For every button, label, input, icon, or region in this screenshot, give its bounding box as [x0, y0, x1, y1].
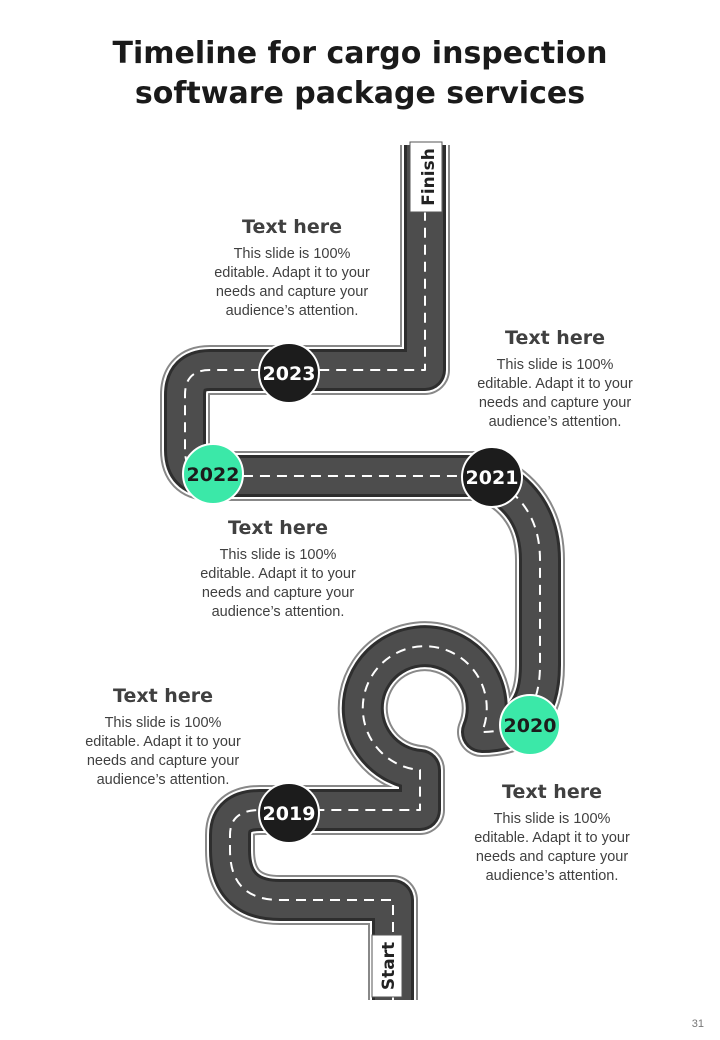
milestone-2019: 2019	[258, 782, 320, 844]
milestone-circle	[461, 446, 523, 508]
page-number: 31	[691, 1018, 704, 1030]
text-block-2019: Text here This slide is 100% editable. A…	[63, 685, 263, 790]
text-block-2020: Text here This slide is 100% editable. A…	[452, 781, 652, 886]
milestone-2020: 2020	[499, 694, 561, 756]
text-block-description: This slide is 100% editable. Adapt it to…	[200, 547, 356, 620]
milestone-year: 2023	[263, 363, 316, 385]
title-line-1: Timeline for cargo inspection	[112, 36, 608, 71]
text-block-description: This slide is 100% editable. Adapt it to…	[85, 715, 241, 788]
milestone-year: 2019	[263, 803, 316, 825]
text-block-description: This slide is 100% editable. Adapt it to…	[477, 357, 633, 430]
text-block-description: This slide is 100% editable. Adapt it to…	[474, 811, 630, 884]
text-block-heading: Text here	[228, 517, 328, 539]
milestone-circle	[258, 782, 320, 844]
finish-marker: Finish	[409, 141, 443, 213]
title-line-2: software package services	[134, 76, 586, 111]
milestone-2023: 2023	[258, 342, 320, 404]
text-block-heading: Text here	[502, 781, 602, 803]
finish-label: Finish	[419, 148, 439, 206]
milestone-year: 2022	[187, 464, 240, 486]
milestone-circle	[499, 694, 561, 756]
milestone-year: 2021	[466, 467, 519, 489]
start-label: Start	[379, 942, 399, 990]
milestone-year: 2020	[504, 715, 557, 737]
page-title: Timeline for cargo inspection software p…	[60, 34, 660, 114]
text-block-2021: Text here This slide is 100% editable. A…	[455, 327, 655, 432]
text-block-description: This slide is 100% editable. Adapt it to…	[214, 246, 370, 319]
milestone-circle	[182, 443, 244, 505]
text-block-heading: Text here	[242, 216, 342, 238]
text-block-2022: Text here This slide is 100% editable. A…	[178, 517, 378, 622]
text-block-heading: Text here	[505, 327, 605, 349]
text-block-heading: Text here	[113, 685, 213, 707]
text-block-2023: Text here This slide is 100% editable. A…	[192, 216, 392, 321]
milestone-circle	[258, 342, 320, 404]
milestone-2022: 2022	[182, 443, 244, 505]
start-marker: Start	[371, 934, 403, 998]
milestone-2021: 2021	[461, 446, 523, 508]
